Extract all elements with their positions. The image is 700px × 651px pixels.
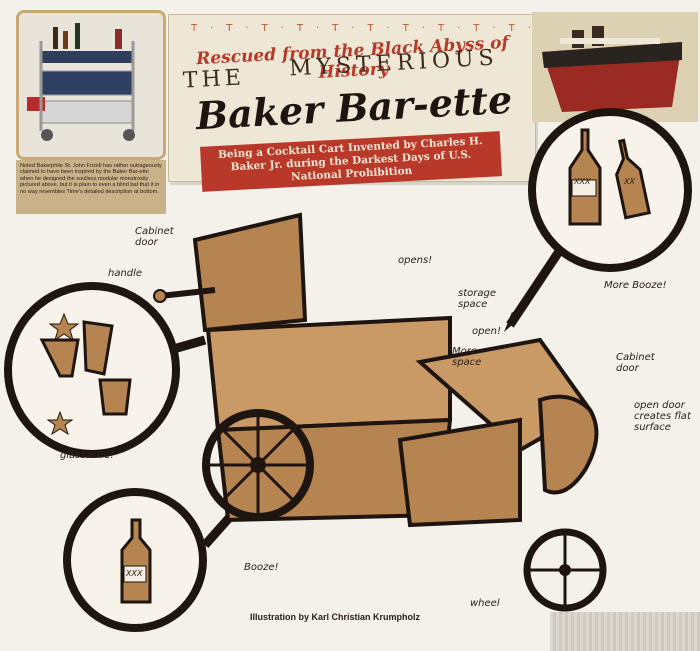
title-decor: T·T·T·T·T·T·T·T·T·T·T	[191, 23, 563, 34]
label-glassware: glassware!	[60, 450, 115, 461]
label-cabinet-door-right: Cabinet door	[616, 352, 655, 374]
modern-cart-illustration	[19, 13, 163, 157]
booze-circle-top	[504, 108, 692, 332]
label-open: open!	[472, 326, 501, 337]
ship-image	[532, 12, 698, 122]
glassware-circle	[4, 282, 207, 458]
label-cabinet-door-top: Cabinet door	[135, 226, 174, 248]
modern-cart-photo	[16, 10, 166, 160]
label-more-space: More space	[452, 346, 482, 368]
illustration-credit: Illustration by Karl Christian Krumpholz	[250, 612, 421, 622]
label-handle: handle	[108, 268, 143, 279]
label-opens: opens!	[398, 255, 433, 266]
photo-caption: Noted Bakerphile St. John Frizell has ra…	[16, 160, 166, 214]
label-booze: Booze!	[244, 562, 279, 573]
ocean-liner-illustration	[532, 12, 698, 122]
cart-drawing	[153, 212, 607, 612]
bottom-strip	[550, 612, 700, 651]
bottle-label-1: XXX	[574, 177, 591, 186]
booze-circle-bottom	[63, 488, 249, 632]
bottle-label-3: XXX	[126, 569, 143, 578]
bottle-label-2: XX	[624, 177, 635, 186]
label-wheel: wheel	[470, 598, 500, 609]
label-storage-space: storage space	[458, 288, 496, 310]
title-panel: T·T·T·T·T·T·T·T·T·T·T Rescued from the B…	[168, 14, 550, 192]
label-more-booze: More Booze!	[604, 280, 667, 291]
label-open-door: open door creates flat surface	[634, 400, 691, 433]
